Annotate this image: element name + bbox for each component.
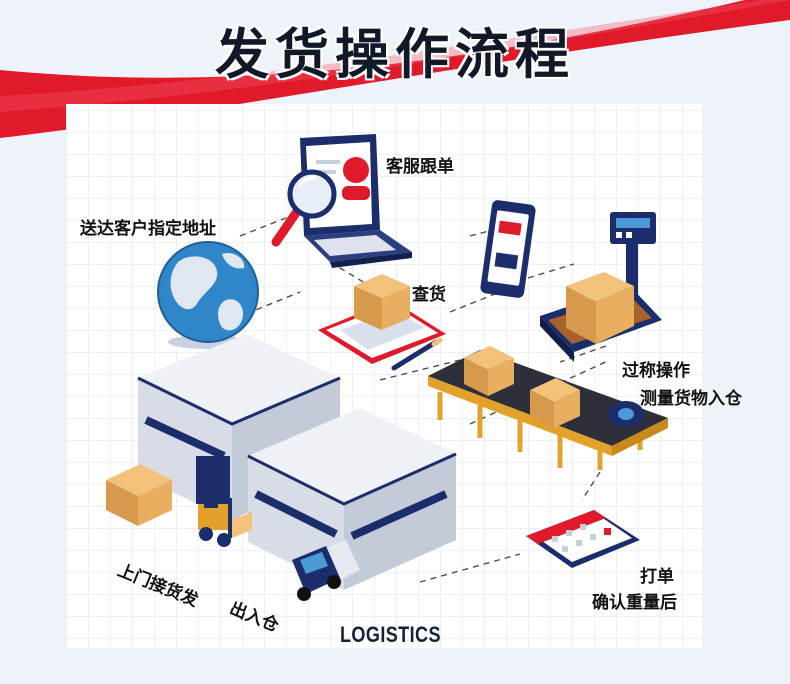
step-delivery-address-label: 送达客户指定地址 bbox=[80, 219, 216, 239]
globe-icon bbox=[157, 241, 259, 349]
parcel-box-icon bbox=[464, 346, 514, 396]
calendar-icon bbox=[526, 510, 640, 568]
parcel-box-icon bbox=[566, 272, 634, 344]
page-title: 发货操作流程 bbox=[215, 23, 575, 86]
step-check-goods-label: 查货 bbox=[412, 285, 446, 305]
delivery-truck-icon bbox=[292, 540, 360, 601]
parcel-box-icon bbox=[354, 274, 410, 330]
step-weighing-label-1: 过称操作 bbox=[622, 361, 690, 381]
step-customer-service-label: 客服跟单 bbox=[386, 157, 454, 177]
step-print-label-2: 确认重量后 bbox=[592, 593, 677, 613]
brand-logistics-text: LOGISTICS bbox=[340, 622, 441, 647]
warehouse-icon bbox=[137, 334, 457, 590]
forklift-icon bbox=[198, 492, 252, 547]
step-print-label-1: 打单 bbox=[640, 567, 674, 587]
step-weighing-label-2: 测量货物入仓 bbox=[640, 389, 742, 409]
header-swoosh bbox=[0, 0, 790, 138]
parcel-box-icon bbox=[530, 378, 580, 428]
smartphone-tracking-icon bbox=[480, 200, 536, 298]
parcel-box-icon bbox=[106, 464, 172, 526]
magnifier-icon bbox=[271, 169, 337, 247]
